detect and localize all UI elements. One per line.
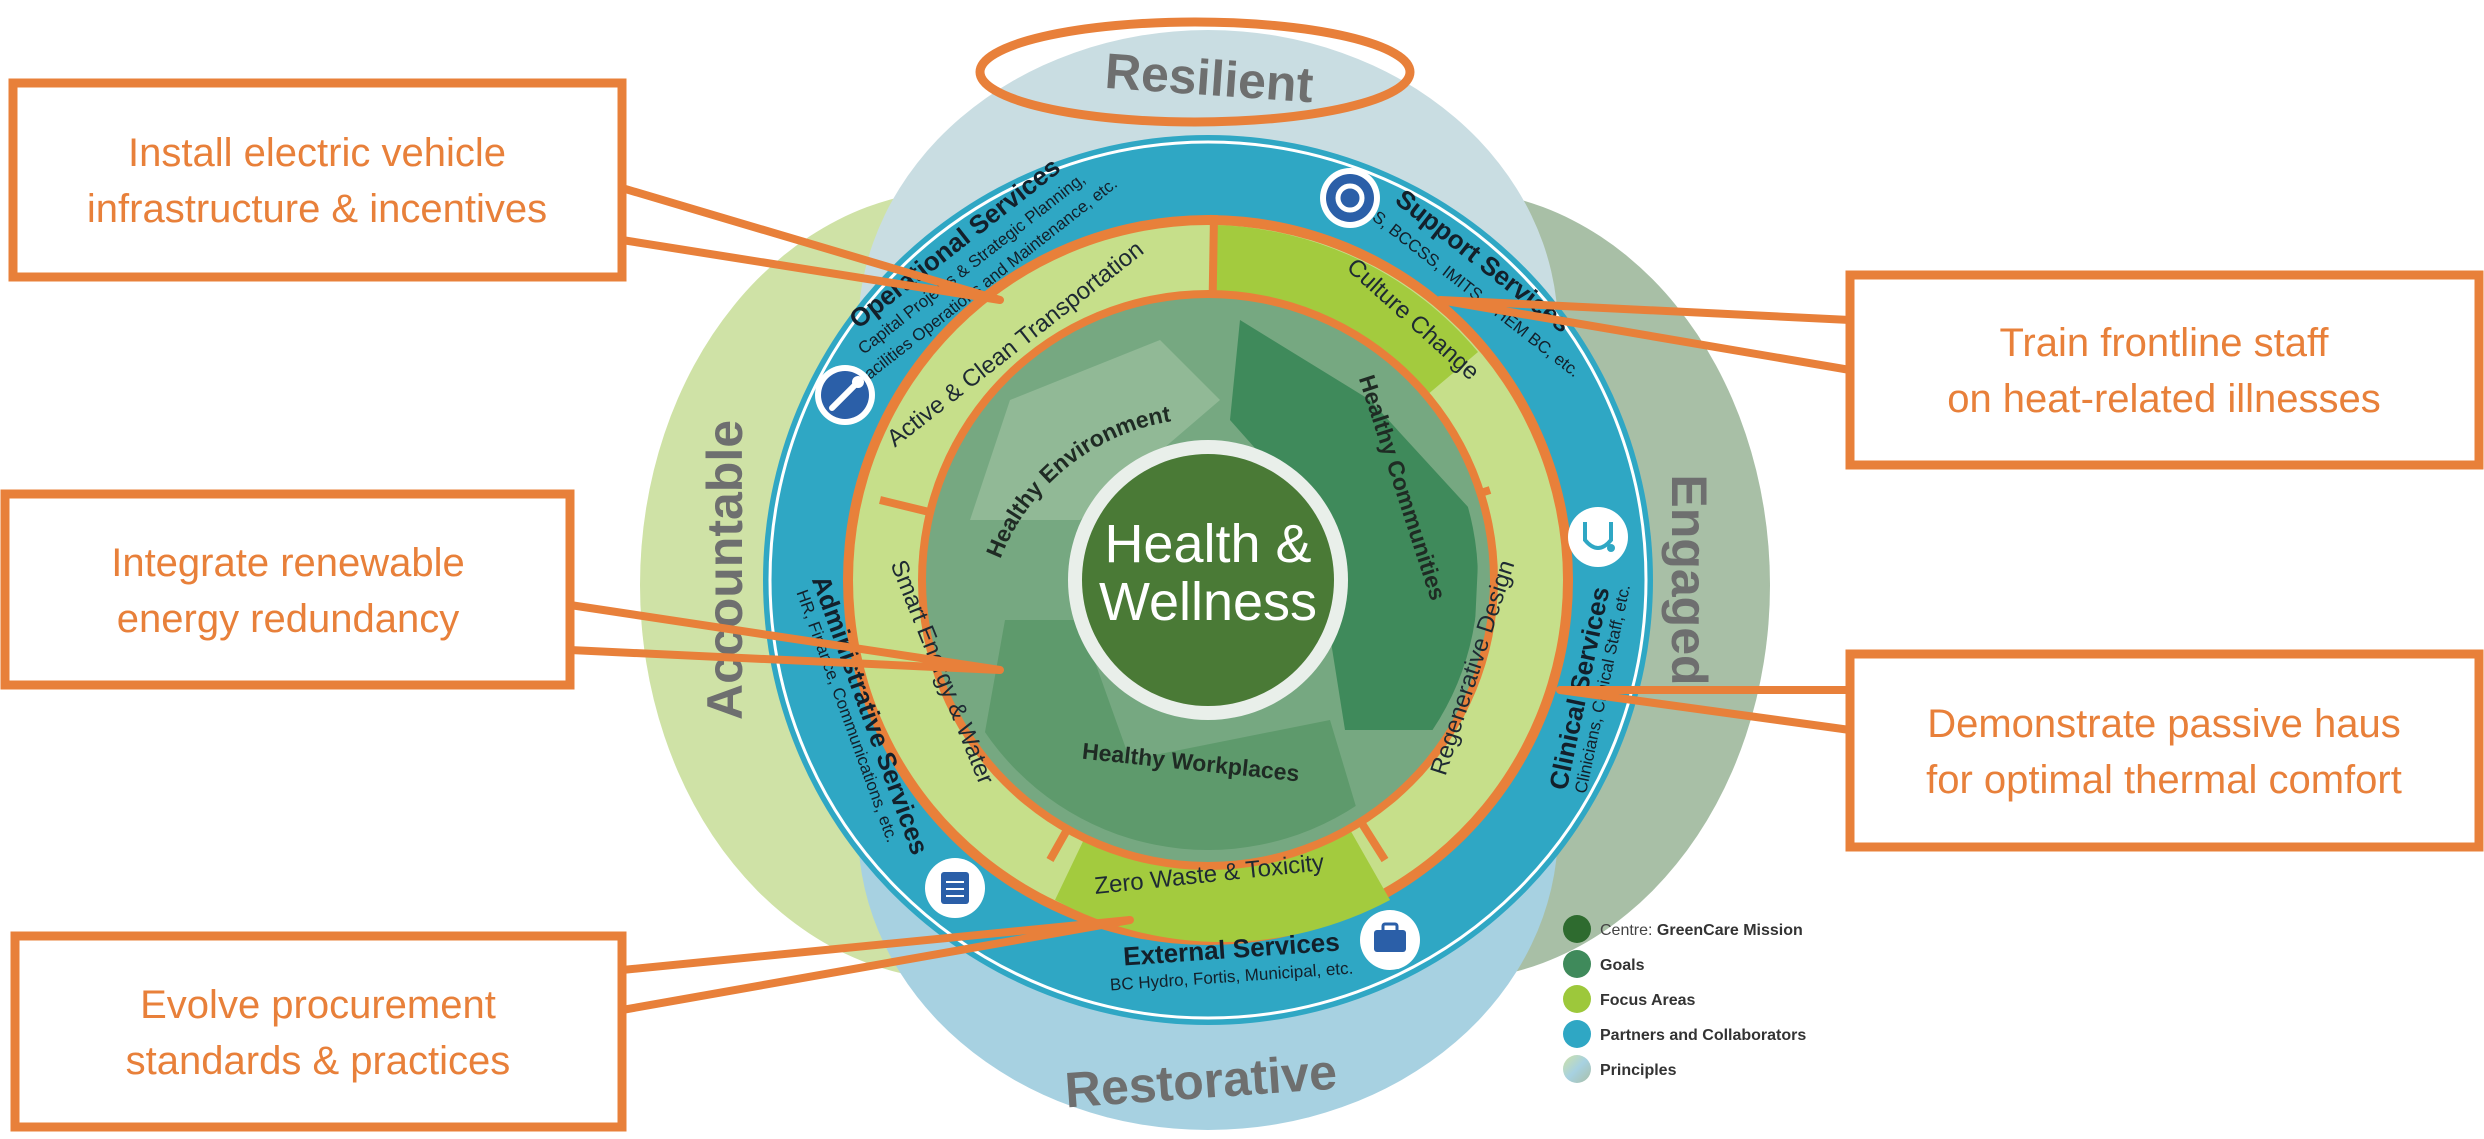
center-disc [1082, 454, 1334, 706]
callout-line: infrastructure & incentives [87, 187, 547, 231]
callout-line: Evolve procurement [140, 983, 496, 1027]
callout-box: Train frontline staff on heat-related il… [1845, 270, 2484, 470]
legend-item-focus-areas: Focus Areas [1563, 985, 1696, 1013]
legend-label: Focus Areas [1600, 992, 1696, 1009]
briefcase-icon [1360, 910, 1420, 970]
center-title-line2: Wellness [1099, 572, 1317, 632]
legend-swatch [1563, 985, 1591, 1013]
principle-accountable-label: Accountable [697, 420, 753, 720]
wrench-icon [815, 365, 875, 425]
legend-item-partners: Partners and Collaborators [1563, 1020, 1806, 1048]
center-title-line1: Health & [1104, 514, 1311, 574]
legend-swatch [1563, 950, 1591, 978]
partners-ring-border [768, 140, 1648, 1020]
legend-label: Principles [1600, 1062, 1677, 1079]
callout-line: energy redundancy [117, 597, 459, 641]
svg-text:Centre: GreenCare Mission: Centre: GreenCare Mission [1600, 922, 1803, 939]
legend-label: Goals [1600, 957, 1645, 974]
legend-swatch [1563, 915, 1591, 943]
callout-line: Demonstrate passive haus [1927, 702, 2401, 746]
legend-item-goals: Goals [1563, 950, 1645, 978]
principle-engaged-label: Engaged [1661, 474, 1717, 685]
legend-swatch [1563, 1055, 1591, 1083]
stethoscope-icon [1568, 507, 1628, 567]
legend: Centre: GreenCare Mission Goals Focus Ar… [1563, 915, 1806, 1083]
callout-line: Install electric vehicle [128, 131, 506, 175]
callout-box: Demonstrate passive haus for optimal the… [1845, 649, 2484, 852]
legend-label: GreenCare Mission [1657, 922, 1803, 939]
resilient-highlight-oval [975, 17, 1415, 127]
callout-line: on heat-related illnesses [1947, 377, 2381, 421]
callout-line: Integrate renewable [111, 541, 465, 585]
support-icon [1320, 168, 1380, 228]
callout-line: standards & practices [126, 1039, 511, 1083]
callout-line: for optimal thermal comfort [1926, 758, 2402, 802]
callout-box: Install electric vehicle infrastructure … [8, 78, 627, 282]
callout-box: Evolve procurement standards & practices [10, 931, 627, 1132]
callout-box: Integrate renewable energy redundancy [0, 489, 575, 690]
legend-swatch [1563, 1020, 1591, 1048]
legend-label: Partners and Collaborators [1600, 1027, 1806, 1044]
legend-item-principles: Principles [1563, 1055, 1677, 1083]
clipboard-icon [925, 858, 985, 918]
legend-prefix: Centre: [1600, 922, 1657, 939]
callout-line: Train frontline staff [1999, 321, 2329, 365]
callout-connectors [569, 184, 1851, 1014]
legend-item-centre: Centre: GreenCare Mission [1563, 915, 1803, 943]
